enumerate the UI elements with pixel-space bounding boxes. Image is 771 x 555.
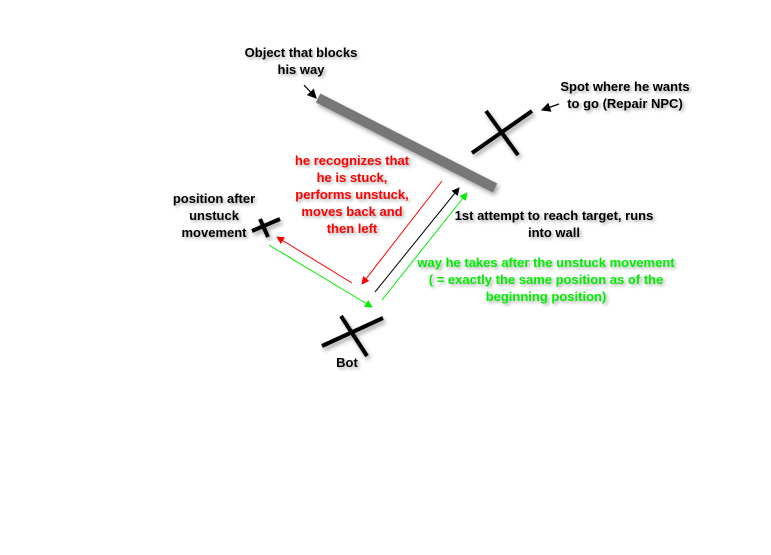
bot-label: Bot (336, 355, 358, 370)
first-attempt-label: 1st attempt to reach target, runs into w… (454, 208, 654, 240)
obstacle-label: Object that blocks his way (244, 45, 358, 77)
pointer-arrow-obstacle (303, 84, 317, 99)
return-path-label: way he takes after the unstuck movement … (417, 255, 675, 304)
target-cross-icon (470, 109, 534, 157)
return-arrow (268, 244, 373, 308)
first-attempt-arrow (374, 187, 460, 293)
wall-obstacle (315, 93, 498, 193)
target-label: Spot where he wants to go (Repair NPC) (560, 79, 690, 111)
after-unstuck-label: position after unstuck movement (172, 191, 256, 240)
pointer-arrow-target (540, 102, 560, 112)
bot-cross-icon (321, 314, 384, 358)
unstuck-action-label: he recognizes that he is stuck, performs… (294, 153, 410, 236)
unstuck-position-cross-icon (251, 217, 281, 238)
back-off-arrow (361, 180, 443, 285)
retry-arrow (381, 192, 468, 301)
move-left-arrow (276, 236, 353, 284)
